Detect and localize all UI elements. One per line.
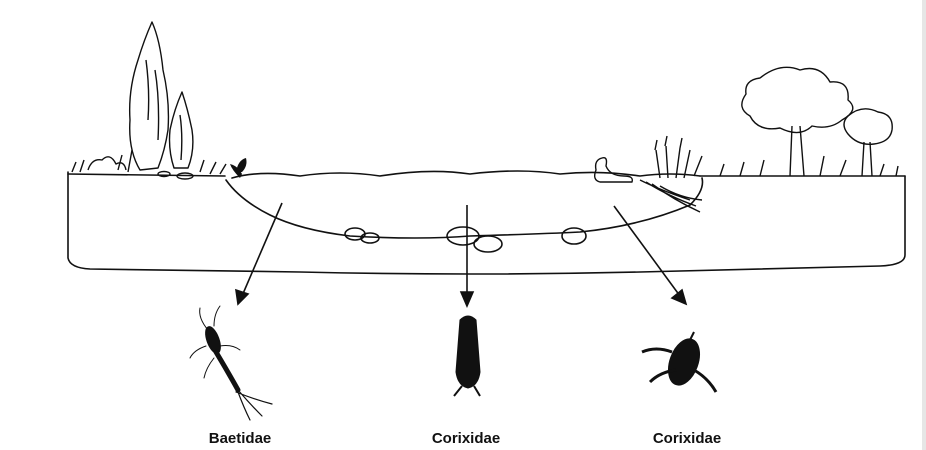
right-vegetation	[595, 67, 898, 212]
label-corixidae-center: Corixidae	[432, 430, 500, 447]
habitat-arrows	[236, 203, 686, 306]
reeds	[656, 146, 702, 178]
label-baetidae: Baetidae	[209, 430, 272, 447]
duck	[595, 158, 633, 182]
reed-roots	[640, 180, 702, 212]
baetidae-nymph	[190, 306, 272, 420]
arrow-left	[242, 203, 282, 296]
corixidae-bug-right	[642, 332, 716, 392]
grass	[72, 150, 226, 174]
corixidae-bug-center	[454, 316, 480, 396]
reed-heads	[655, 136, 682, 150]
label-corixidae-right: Corixidae	[653, 430, 721, 447]
stone	[562, 228, 586, 244]
small-broadleaf-tree	[844, 109, 892, 144]
left-bank-line	[68, 174, 225, 176]
page-edge	[922, 0, 926, 450]
left-vegetation	[72, 22, 226, 179]
pond-cross-section	[68, 171, 905, 274]
stone	[345, 228, 365, 240]
broadleaf-tree-canopy	[742, 67, 853, 132]
soil-block-outline	[68, 172, 905, 274]
stone	[474, 236, 502, 252]
broadleaf-tree-trunk	[790, 126, 804, 176]
